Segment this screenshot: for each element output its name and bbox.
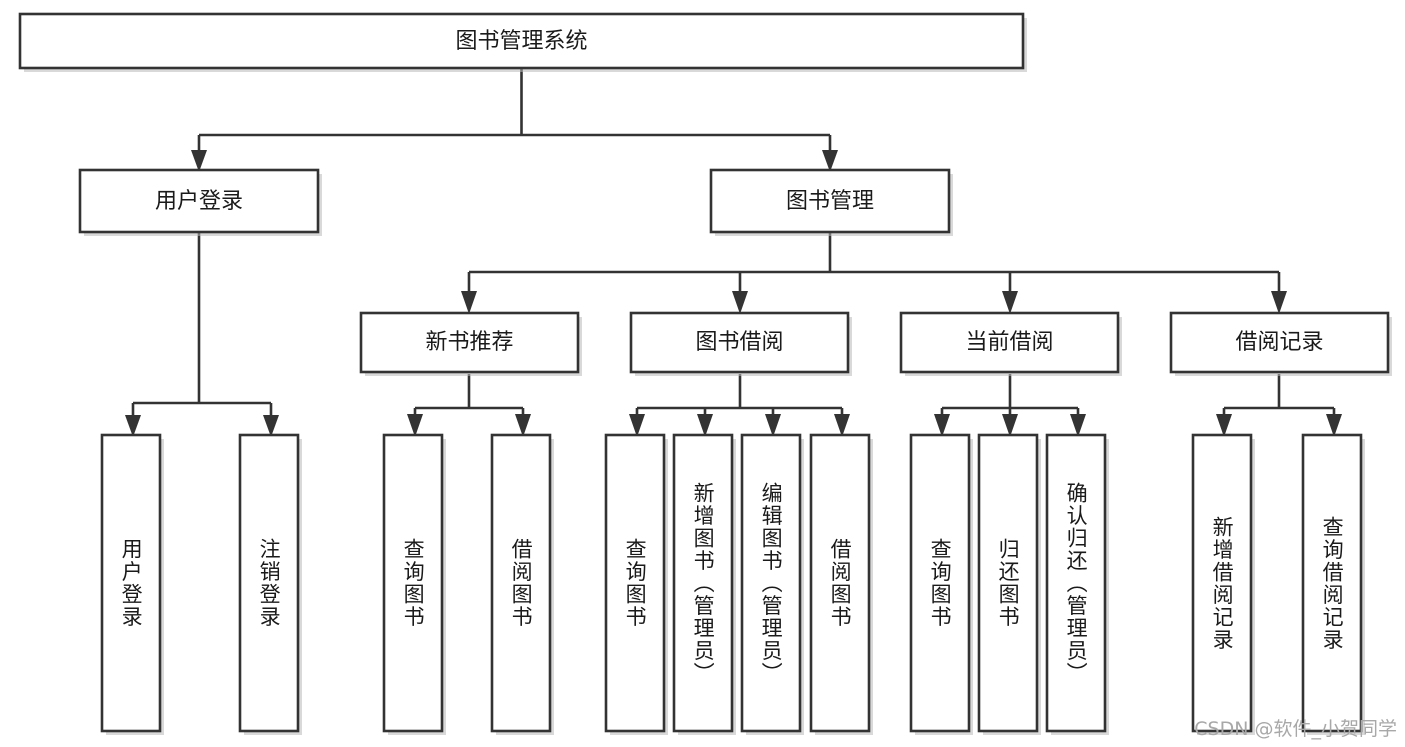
- node-layer: 图书管理系统 用户登录 图书管理 新书推荐 图书借阅 当前借阅 借阅记录: [18, 12, 1392, 735]
- edge-book-borrow-to-bus: [635, 374, 844, 423]
- arrowhead-to-leaf-add-book: [697, 414, 713, 437]
- arrowhead-to-leaf-add-record: [1216, 414, 1232, 437]
- node-label-current-borrow: 当前借阅: [965, 330, 1053, 355]
- edge-user-login-to-bus: [131, 232, 273, 425]
- node-box-leaf-add-book[interactable]: [672, 433, 734, 733]
- node-label-borrow-record: 借阅记录: [1235, 330, 1323, 355]
- node-box-current-borrow[interactable]: [899, 311, 1120, 374]
- arrowhead-to-borrow-record: [1271, 291, 1287, 314]
- arrowhead-to-leaf-return-book: [1002, 414, 1018, 437]
- node-box-leaf-query-book-1[interactable]: [382, 433, 444, 733]
- arrowhead-to-leaf-query-book-3: [934, 414, 950, 437]
- edge-book-manage-to-bus: [467, 232, 1281, 300]
- node-box-leaf-borrow-book-2[interactable]: [809, 433, 871, 733]
- node-box-book-borrow[interactable]: [629, 311, 850, 374]
- node-box-leaf-logout-login[interactable]: [238, 433, 300, 733]
- arrowhead-to-leaf-confirm-return: [1070, 414, 1086, 437]
- node-box-leaf-return-book[interactable]: [977, 433, 1039, 733]
- node-box-leaf-query-book-3[interactable]: [909, 433, 971, 733]
- node-box-borrow-record[interactable]: [1169, 311, 1390, 374]
- arrowhead-to-current-borrow: [1002, 291, 1018, 314]
- arrowhead-to-user-login: [191, 150, 207, 172]
- node-label-book-borrow: 图书借阅: [695, 330, 783, 355]
- edge-new-book-recommend-to-bus: [413, 374, 525, 423]
- node-box-leaf-borrow-book-1[interactable]: [490, 433, 552, 733]
- node-box-book-manage[interactable]: [709, 168, 951, 234]
- node-box-leaf-user-login[interactable]: [100, 433, 162, 733]
- node-label-book-manage: 图书管理: [786, 189, 874, 214]
- edge-root-to-level2-bus: [197, 68, 832, 160]
- arrowhead-to-new-book-recommend: [461, 291, 477, 314]
- node-label-new-book-recommend: 新书推荐: [425, 330, 513, 355]
- node-label-root: 图书管理系统: [455, 29, 587, 54]
- arrowhead-to-leaf-logout-login: [263, 415, 279, 437]
- edge-layer: [125, 68, 1342, 437]
- node-box-leaf-query-record[interactable]: [1301, 433, 1363, 733]
- arrowhead-to-leaf-edit-book: [765, 414, 781, 437]
- node-box-new-book-recommend[interactable]: [359, 311, 580, 374]
- arrowhead-to-leaf-user-login: [125, 415, 141, 437]
- arrowhead-to-leaf-borrow-book-2: [834, 414, 850, 437]
- arrowhead-to-leaf-query-record: [1326, 414, 1342, 437]
- arrowhead-to-leaf-query-book-2: [629, 414, 645, 437]
- node-box-user-login[interactable]: [78, 168, 320, 234]
- node-label-user-login: 用户登录: [155, 189, 243, 214]
- watermark-text: CSDN @软件_小贺同学: [1194, 718, 1397, 740]
- node-box-leaf-add-record[interactable]: [1191, 433, 1253, 733]
- arrowhead-to-leaf-borrow-book-1: [515, 414, 531, 437]
- node-box-root[interactable]: [18, 12, 1025, 70]
- node-box-leaf-query-book-2[interactable]: [604, 433, 666, 733]
- arrowhead-to-book-borrow: [732, 291, 748, 314]
- node-box-leaf-edit-book[interactable]: [740, 433, 802, 733]
- arrowhead-to-leaf-query-book-1: [407, 414, 423, 437]
- node-box-leaf-confirm-return[interactable]: [1045, 433, 1107, 733]
- arrowhead-to-book-manage: [822, 150, 838, 172]
- edge-borrow-record-to-bus: [1222, 374, 1336, 423]
